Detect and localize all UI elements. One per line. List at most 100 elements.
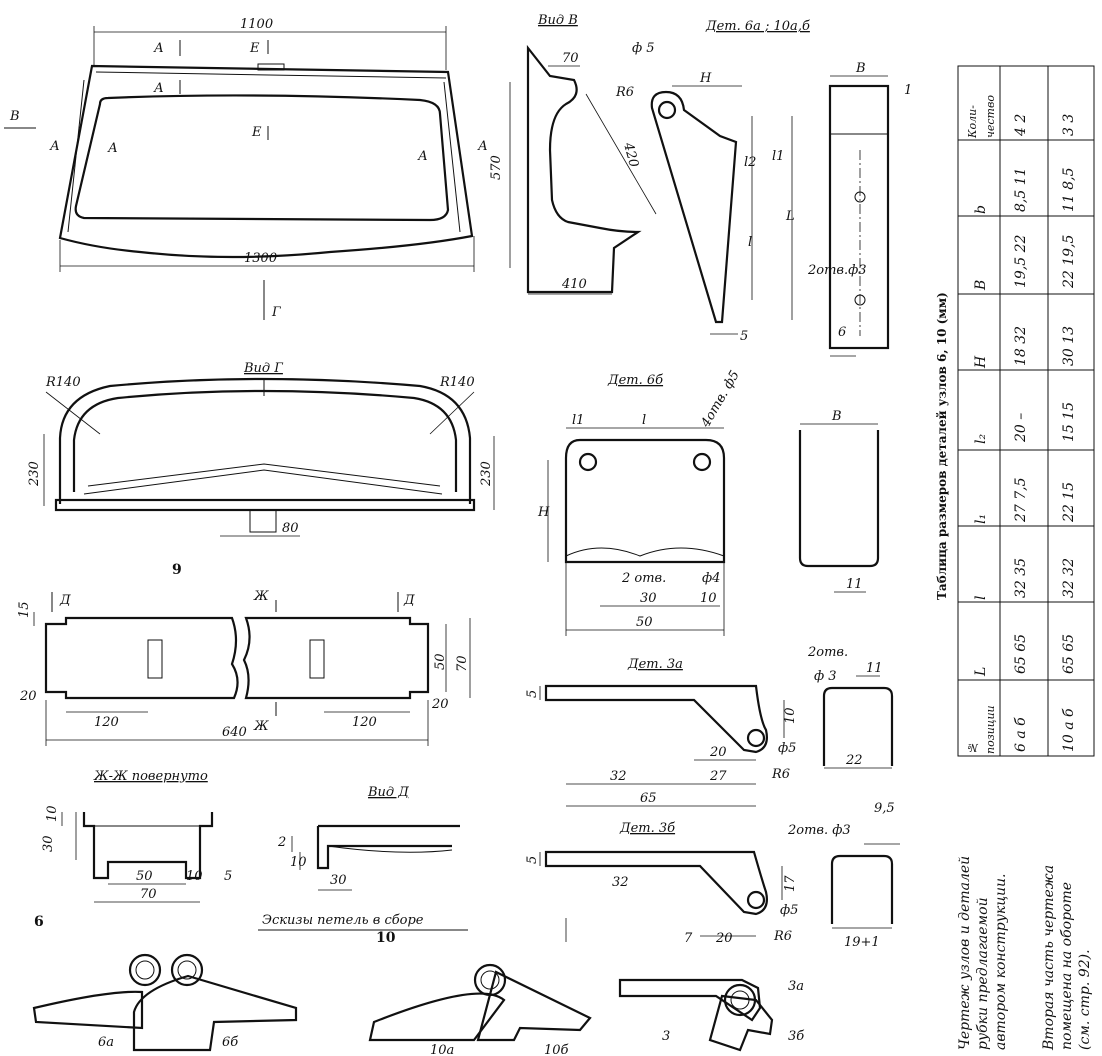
det-3b-body (544, 850, 768, 916)
view-G-230-left: 230 (27, 461, 42, 487)
view-D-title: Вид Д (367, 785, 409, 800)
cell-r2-pos: 10 а б (1061, 708, 1077, 752)
det-6a-title: Дет. 6а ; 10а,б (705, 19, 810, 34)
det-6a-arm (650, 90, 738, 324)
section-A-5: А (417, 149, 428, 164)
dim-1100: 1100 (240, 17, 273, 32)
det-6a-phi5: ф 5 (632, 41, 655, 56)
cell-r1-b: 8,5 11 (1013, 167, 1029, 212)
det-3a-body (544, 684, 768, 754)
strip-20-left: 20 (19, 689, 37, 704)
part-6b: 6б (222, 1035, 238, 1050)
strip-left-part (44, 616, 239, 700)
strip-640: 640 (222, 725, 247, 740)
part-3b: 3б (788, 1029, 804, 1044)
label-view-B: В (9, 109, 20, 124)
det-3a-hole (746, 728, 766, 748)
det-3a-65: 65 (640, 791, 657, 806)
note2-line1: Вторая часть чертежа (1041, 864, 1057, 1050)
fig-9: 9 (172, 562, 182, 578)
section-Zh-50: 50 (136, 869, 153, 884)
strip-right-part (242, 616, 430, 700)
part-3a: 3а (788, 979, 804, 994)
det-3b-19: 19+1 (844, 935, 880, 950)
det-6b-H: H (537, 505, 550, 520)
det-3b-5: 5 (525, 856, 540, 864)
cell-r2-B: 22 19,5 (1061, 234, 1077, 288)
sketches-title: Эскизы петель в сборе (262, 913, 424, 928)
det-6b-l1: l1 (572, 413, 584, 428)
det-3a-title: Дет. 3а (627, 657, 683, 672)
section-A-1: А (153, 41, 164, 56)
dim-1300: 1300 (244, 251, 277, 266)
dim-570: 570 (489, 155, 504, 180)
strip-D-left: Д (59, 593, 71, 608)
strip-120-right: 120 (352, 715, 377, 730)
cell-r2-L: 65 65 (1061, 633, 1077, 674)
det-3b-side (830, 854, 894, 924)
det-6b-hole-left (578, 452, 598, 472)
cell-r1-qty: 4 2 (1013, 113, 1029, 136)
det-3b-7: 7 (684, 931, 693, 946)
det-6a-dim-5: 5 (740, 329, 748, 344)
det-6b-title: Дет. 6б (607, 373, 663, 388)
th-H: H (973, 355, 989, 368)
size-table: Таблица размеров деталей узлов 6, 10 (мм… (935, 65, 1095, 757)
view-G: Вид Г R140 R140 230 230 80 9 (27, 361, 495, 578)
det-6a-dim-6: 6 (838, 325, 846, 340)
th-L: L (973, 666, 989, 676)
cell-r1-pos: 6 а б (1013, 717, 1029, 752)
det-6b-30: 30 (640, 591, 657, 606)
fig-10: 10 (376, 930, 396, 946)
section-Zh-5: 5 (224, 869, 232, 884)
strip-Zh-bottom: Ж (253, 719, 269, 734)
cell-r1-L: 65 65 (1013, 633, 1029, 674)
detail-6b: Дет. 6б l1 l 4отв. ф5 H 2 отв. ф4 30 10 … (537, 368, 880, 636)
det-3a-phi5: ф5 (778, 741, 796, 756)
det-6a-side (828, 84, 890, 350)
det-6b-holes: 4отв. ф5 (698, 368, 743, 431)
th-qty: Коли-чество (966, 95, 997, 138)
det-3a-10: 10 (783, 707, 798, 724)
th-l: l (973, 595, 989, 600)
section-A-2: А (153, 81, 164, 96)
det-6b-phi4: ф4 (702, 571, 720, 586)
cell-r1-l2: 20 – (1013, 412, 1029, 442)
section-E-1: Е (249, 41, 260, 56)
cell-r2-l: 32 32 (1061, 557, 1077, 598)
section-E-2: Е (251, 125, 262, 140)
th-position: № позиции (966, 705, 997, 754)
det-3a-32: 32 (610, 769, 627, 784)
det-6b-hole-right (692, 452, 712, 472)
det-6a-B: B (855, 61, 866, 76)
hinge-10b (476, 970, 592, 1042)
view-D-2: 2 (277, 835, 286, 850)
det-3b-95: 9,5 (874, 801, 895, 816)
section-A-6: А (477, 139, 488, 154)
det-6b-11: 11 (846, 577, 863, 592)
cell-r1-l: 32 35 (1013, 557, 1029, 598)
view-D-30: 30 (330, 873, 347, 888)
view-G-R140-right: R140 (439, 375, 475, 390)
hinge-3b (708, 994, 774, 1052)
fig-3: 3 (662, 1029, 670, 1044)
det-3b-20: 20 (715, 931, 733, 946)
strip-120-left: 120 (94, 715, 119, 730)
det-6a-H: H (699, 71, 712, 86)
view-G-inner (72, 389, 458, 492)
det-6b-holes2: 2 отв. (621, 571, 666, 586)
view-G-base (54, 498, 476, 512)
strip-70: 70 (455, 655, 470, 672)
strip-Zh-top: Ж (253, 589, 269, 604)
view-G-outer (58, 377, 472, 504)
view-G-80: 80 (282, 521, 299, 536)
strip-D-right: Д (403, 593, 415, 608)
cell-r1-l1: 27 7,5 (1013, 477, 1029, 522)
det-6b-10: 10 (700, 591, 717, 606)
strip-20-right: 20 (431, 697, 449, 712)
th-l1: l₁ (973, 513, 989, 524)
strip-50: 50 (433, 653, 448, 670)
detail-3a: Дет. 3а 5 10 20 32 27 65 ф5 R6 2отв. ф 3… (525, 645, 894, 807)
det-3a-side (822, 686, 894, 766)
det-6a-hole (657, 100, 677, 120)
